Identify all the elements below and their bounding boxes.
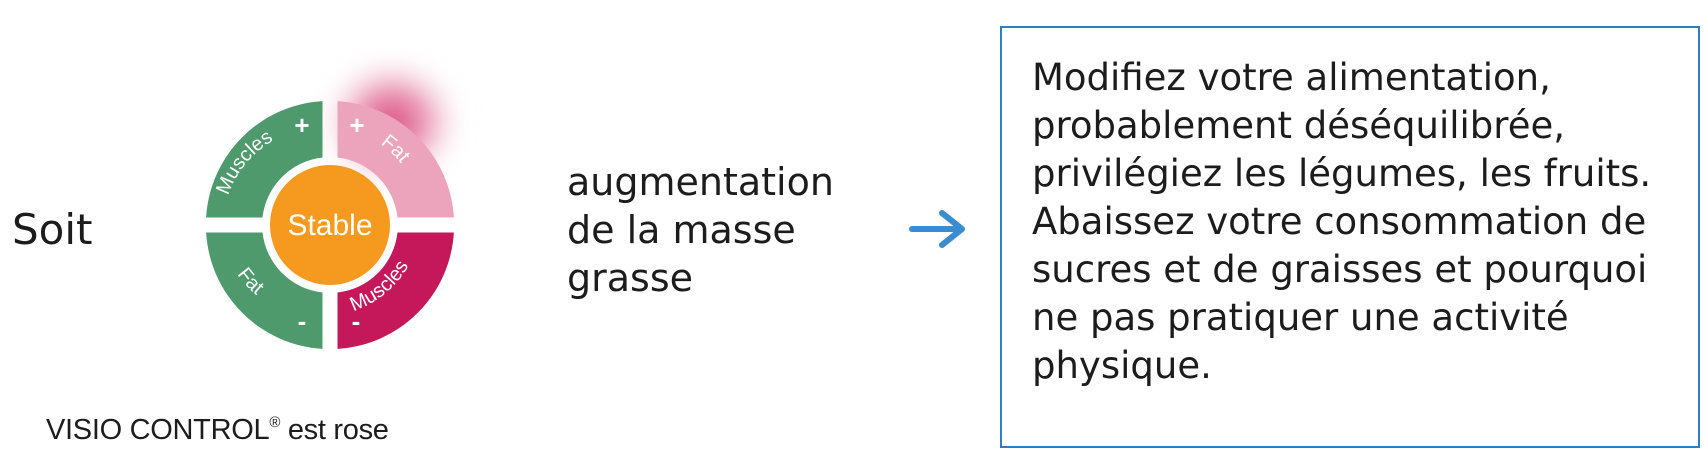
dial-caption: VISIO CONTROL® est rose — [46, 405, 389, 448]
sign-muscles-minus: - — [352, 306, 361, 336]
quadrant-fat-plus — [337, 101, 454, 218]
advice-box: Modifiez votre alimentation, probablemen… — [1000, 26, 1700, 448]
quadrant-fat-minus — [206, 232, 323, 349]
center-stable-circle — [270, 165, 390, 285]
arrow-right-icon — [908, 207, 970, 255]
sign-fat-minus: - — [298, 306, 307, 336]
advice-text: Modifiez votre alimentation, probablemen… — [1032, 56, 1652, 387]
caption-name: VISIO CONTROL — [46, 414, 270, 446]
sign-muscles-plus: + — [294, 110, 309, 140]
visio-control-dial: Stable Muscles Fat Fat Muscles + + - - — [170, 30, 490, 370]
caption-rest: est rose — [280, 414, 389, 446]
caption-registered-mark: ® — [269, 414, 281, 431]
intro-text: Soit — [12, 205, 93, 254]
quadrant-muscles-minus — [337, 232, 454, 349]
quadrant-muscles-plus — [206, 101, 323, 218]
sign-fat-plus: + — [349, 110, 364, 140]
result-text: augmentation de la masse grasse — [567, 160, 834, 300]
center-label: Stable — [287, 209, 372, 242]
